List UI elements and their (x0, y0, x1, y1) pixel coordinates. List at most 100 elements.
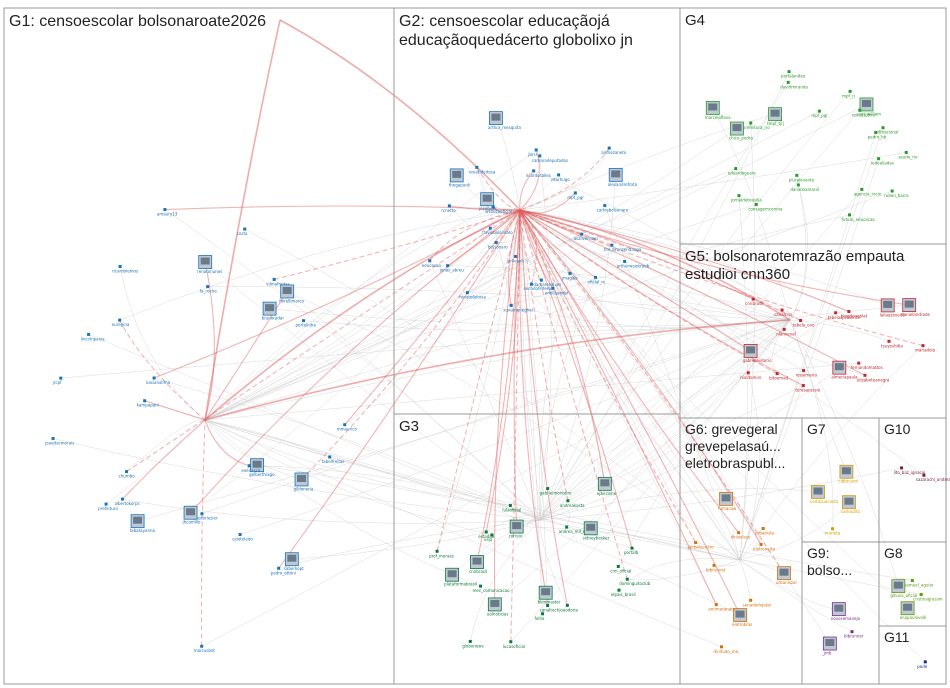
node-g4[interactable]: mpf_rj (842, 89, 855, 99)
node-g3[interactable]: cnn_oficial (610, 564, 631, 574)
node-g1[interactable]: vilmafreitas (266, 277, 290, 287)
node-g2[interactable]: damaresalves (533, 278, 561, 288)
node-g2[interactable]: flaviobolsonaro (482, 226, 513, 236)
node-g4[interactable]: futuro_educacao (842, 213, 876, 222)
node-g6[interactable]: bibrunnet (706, 563, 726, 573)
node-g3[interactable]: portalb (624, 546, 639, 556)
node-g1[interactable]: renatonunes (197, 255, 222, 275)
node-g2[interactable]: jmagals (561, 271, 578, 281)
node-g3[interactable]: veja (484, 533, 494, 542)
node-g5[interactable]: fernandomattos (851, 361, 883, 371)
node-g1[interactable]: ricardolemos (112, 265, 138, 274)
node-g2[interactable]: carlosbolsonaro (597, 204, 629, 213)
node-g5[interactable]: mariadoia (915, 344, 936, 353)
node-g8[interactable]: gihusa_oficial (890, 579, 917, 599)
node-g2[interactable]: bolsonaro (488, 240, 508, 250)
node-g5[interactable]: tabela_ovo (793, 318, 815, 328)
node-g7[interactable]: marieta (825, 527, 841, 536)
node-g4[interactable]: danieloamaral (790, 183, 819, 192)
node-g1[interactable]: brunoradar (262, 301, 285, 321)
node-g2[interactable]: vitorhugo (551, 173, 571, 182)
node-g4[interactable]: mpf_pgr (811, 109, 828, 119)
node-g5[interactable]: gabrielavitorio (743, 343, 773, 363)
node-g3[interactable]: andreakosta (560, 499, 585, 508)
node-g5[interactable]: cnnbrasil (745, 297, 763, 307)
node-g1[interactable]: fa_rocha (200, 285, 218, 294)
node-g6[interactable]: senadodojatar (743, 598, 772, 608)
node-g1[interactable]: marcusbot (194, 644, 216, 654)
node-g1[interactable]: caiotoledo (232, 533, 253, 542)
node-g3[interactable]: correio (509, 519, 524, 539)
node-g3[interactable]: folha (534, 612, 545, 621)
node-g2[interactable]: joseboas (478, 192, 497, 212)
node-g5[interactable]: rosaimaria (796, 369, 818, 378)
node-g1[interactable]: prefeitura (98, 502, 118, 512)
node-g2[interactable]: ricardosalles (526, 169, 551, 178)
node-g10[interactable]: sazarachi_andrea (916, 473, 950, 483)
node-g11[interactable]: pode (917, 660, 928, 669)
node-g1[interactable]: gelberthiago (249, 458, 275, 478)
node-g3[interactable]: joaodoria (558, 603, 579, 613)
node-g3[interactable]: lulaoficial (502, 503, 521, 513)
node-g2[interactable]: senadofederal (523, 282, 552, 292)
node-g1[interactable]: portelinha (296, 319, 317, 328)
node-g3[interactable]: gabrielmonteiro (540, 487, 572, 496)
node-g9[interactable]: _jmb (821, 636, 837, 656)
node-g1[interactable]: jrcpf (52, 376, 63, 386)
node-g6[interactable]: eletrobras (732, 608, 752, 628)
node-g5[interactable]: lailaazevedo (880, 298, 906, 318)
node-g1[interactable]: chumbo (119, 470, 136, 479)
node-g7[interactable]: ciqtocarol (838, 464, 858, 484)
node-g6[interactable]: annmaranata (708, 603, 736, 612)
node-g1[interactable]: tabatayanna (130, 514, 156, 534)
node-g2[interactable]: jbrsr (527, 148, 538, 157)
node-g4[interactable]: redealiadas (871, 157, 894, 166)
node-g2[interactable]: wsouzaoficial (485, 205, 512, 214)
node-g2[interactable]: arthurweintraub (617, 259, 650, 269)
node-g3[interactable]: bkmmaster (538, 585, 561, 605)
node-g4[interactable]: pedro_hb (868, 130, 887, 140)
node-g4[interactable]: eduardoguare (728, 167, 757, 176)
node-g4[interactable]: davidmiranda (780, 80, 808, 90)
node-g5[interactable]: tsuyoshitia (881, 339, 903, 349)
node-g2[interactable]: mpf_pgr (567, 191, 584, 200)
node-g4[interactable]: saude_rio (898, 150, 918, 160)
node-g1[interactable]: euregina (112, 318, 130, 328)
node-g2[interactable]: jonas_abreu (439, 264, 465, 273)
node-g2[interactable]: andrezaneto (601, 146, 627, 156)
node-g5[interactable]: canalcnn (774, 308, 793, 318)
node-g3[interactable]: sidneybecker (583, 521, 610, 541)
node-g6[interactable]: fumacaw (718, 491, 737, 511)
node-g4[interactable]: jornaldebrasilia (730, 194, 762, 203)
node-g4[interactable]: pdtnacional (875, 126, 899, 135)
node-g6[interactable]: urbanista (755, 526, 775, 536)
node-g2[interactable]: renatofeitosa (459, 291, 487, 300)
node-g2[interactable]: emiliaahdef (545, 286, 569, 296)
node-g8[interactable]: anapaulavolk (900, 601, 927, 621)
node-g3[interactable]: estadao (478, 530, 495, 539)
node-g1[interactable]: kampapani (137, 399, 159, 408)
node-g1[interactable]: kasianalima (146, 376, 171, 386)
node-g4[interactable]: agencia_rocin (854, 187, 882, 197)
node-g2[interactable]: thegapunk (449, 168, 471, 188)
node-g2[interactable]: alexandrefrota (608, 167, 638, 187)
node-g3[interactable]: mec_comunicacao (473, 584, 511, 594)
node-g4[interactable]: prefeitura_rio (743, 121, 770, 131)
node-g1[interactable]: costa (237, 227, 248, 237)
node-g5[interactable]: almeriapaula (831, 360, 858, 380)
node-g4[interactable]: ant_william (858, 97, 881, 117)
node-g2[interactable]: xuxameneghel (503, 303, 533, 313)
node-g3[interactable]: globonews (462, 639, 484, 649)
node-g6[interactable]: urbaniszal (776, 566, 797, 586)
node-g3[interactable]: lucasoficial (503, 640, 525, 649)
node-g9[interactable]: novosemanejo (831, 602, 861, 622)
node-g1[interactable]: mmaurico (337, 423, 358, 432)
node-g1[interactable]: gildoneria (294, 472, 315, 492)
node-g2[interactable]: arthur_mesquita (488, 111, 522, 130)
node-g2[interactable]: oficial_rc (588, 275, 606, 285)
node-g4[interactable]: ruben_barra (884, 189, 909, 199)
node-g3[interactable]: plataformabrasil (444, 567, 477, 587)
node-g7[interactable]: carloszito (841, 495, 861, 515)
node-g3[interactable]: ojairzinho (597, 476, 617, 496)
node-g3[interactable]: andrea_mil_cl (559, 525, 586, 535)
